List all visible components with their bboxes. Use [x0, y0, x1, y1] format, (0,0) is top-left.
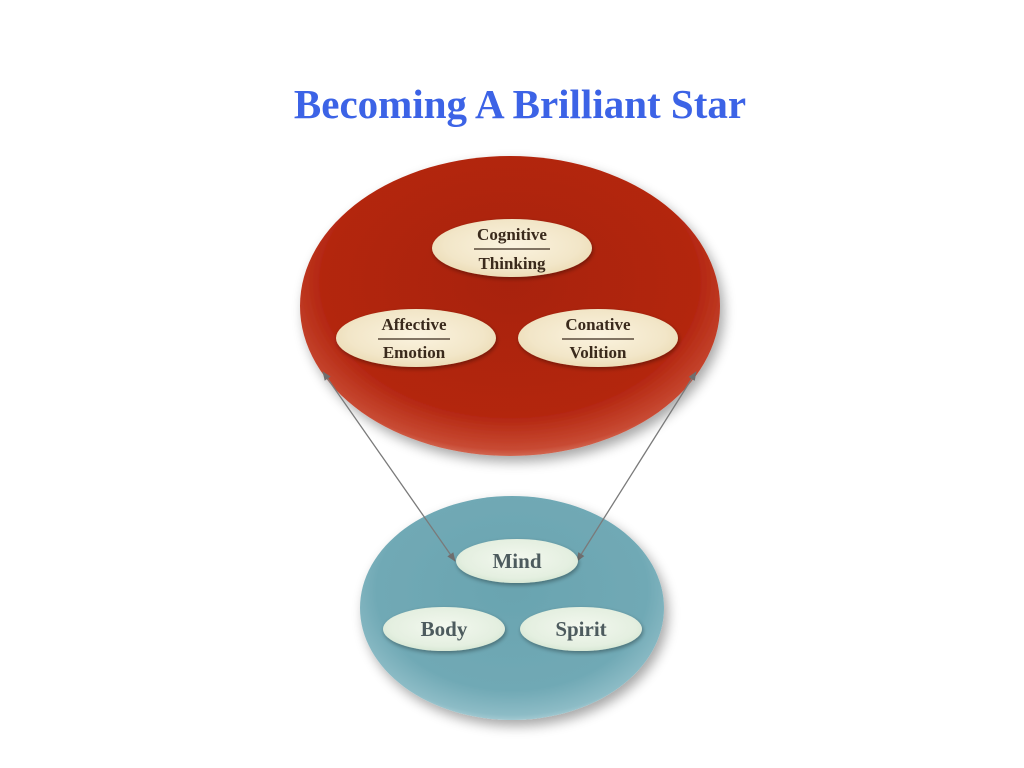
- affective-emotion-node: Affective Emotion: [336, 309, 496, 367]
- right-connector-arrow: [576, 371, 697, 562]
- conative-label: Conative: [565, 315, 631, 334]
- mind-node: Mind: [456, 539, 578, 583]
- body-node: Body: [383, 607, 505, 651]
- upper-circle: [300, 156, 720, 456]
- slide-title: Becoming A Brilliant Star: [293, 81, 747, 127]
- volition-label: Volition: [569, 343, 627, 362]
- mind-label: Mind: [492, 549, 541, 573]
- lower-circle: [360, 496, 664, 720]
- body-label: Body: [421, 617, 468, 641]
- cognitive-thinking-node: Cognitive Thinking: [432, 219, 592, 277]
- emotion-label: Emotion: [383, 343, 446, 362]
- spirit-label: Spirit: [555, 617, 606, 641]
- left-connector-arrow: [322, 371, 456, 562]
- conative-volition-node: Conative Volition: [518, 309, 678, 367]
- cognitive-label: Cognitive: [477, 225, 547, 244]
- thinking-label: Thinking: [478, 254, 546, 273]
- spirit-node: Spirit: [520, 607, 642, 651]
- affective-label: Affective: [381, 315, 447, 334]
